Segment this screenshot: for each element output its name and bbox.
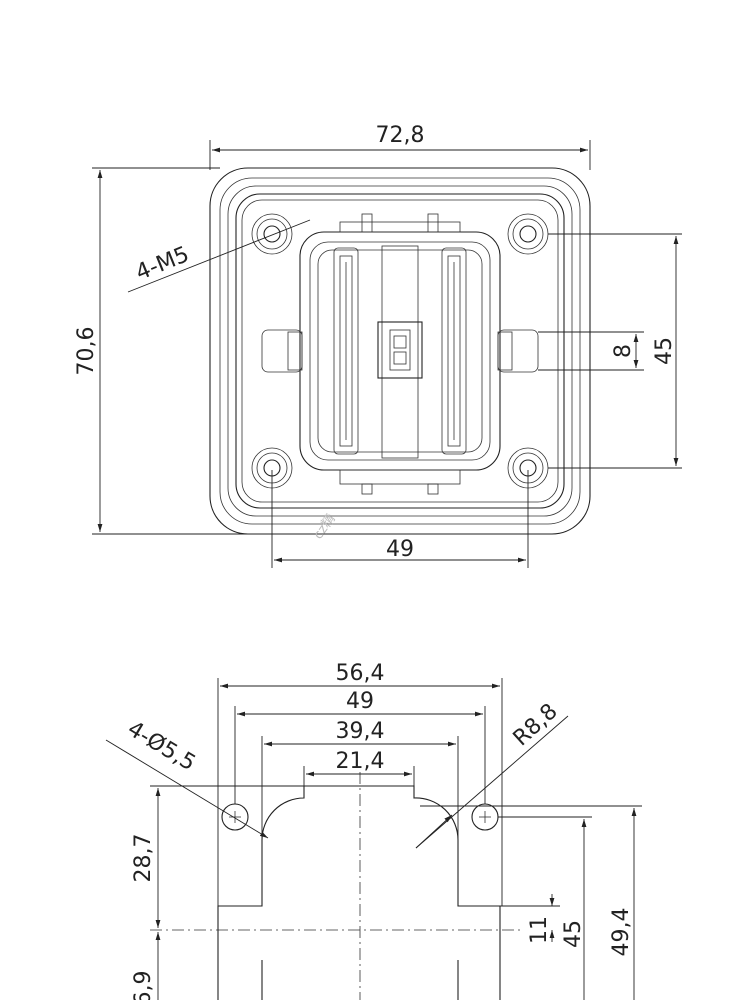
cutout-hole-left bbox=[221, 803, 249, 831]
dim-neck-width-label: 21,4 bbox=[336, 749, 385, 774]
dim-outer-height-label: 49,4 bbox=[609, 908, 634, 957]
center-key bbox=[377, 321, 423, 379]
cutout-outline bbox=[217, 785, 501, 1000]
dim-outer-width-label: 56,4 bbox=[336, 661, 385, 686]
dim-small-label: 11 bbox=[527, 916, 552, 944]
dim-hole-spacing-label: 49 bbox=[386, 537, 414, 562]
cutout-hole-right bbox=[471, 803, 499, 831]
dim-vertical-spacing-label: 45 bbox=[652, 337, 677, 365]
thread-note-label: 4-M5 bbox=[132, 242, 192, 286]
mounting-hole-tl bbox=[251, 213, 293, 255]
panel-cutout-view bbox=[150, 772, 520, 1000]
dim-partial-label: 6,9 bbox=[131, 971, 156, 1000]
dim-vertical-pitch-label: 45 bbox=[561, 920, 586, 948]
radius-note-label: R8,8 bbox=[509, 699, 563, 751]
housing-outline bbox=[209, 167, 591, 535]
mounting-hole-tr bbox=[507, 213, 549, 255]
dim-width-label: 72,8 bbox=[376, 123, 425, 148]
connector-body bbox=[299, 231, 501, 471]
hole-note-label: 4-Ø5,5 bbox=[123, 717, 200, 777]
dim-inner-width-label: 39,4 bbox=[336, 719, 385, 744]
dim-height-label: 70,6 bbox=[74, 327, 99, 376]
dim-upper-height-label: 28,7 bbox=[131, 834, 156, 883]
dim-latch-label: 8 bbox=[611, 344, 636, 358]
cutout-dimensions: 56,4 49 39,4 21,4 4-Ø5,5 R8,8 28,7 6,9 bbox=[105, 661, 642, 1000]
dim-hole-pitch-label: 49 bbox=[346, 689, 374, 714]
top-view-dimensions: 72,8 70,6 4-M5 49 45 8 cz精 bbox=[74, 123, 682, 568]
connector-top-view bbox=[209, 167, 591, 535]
